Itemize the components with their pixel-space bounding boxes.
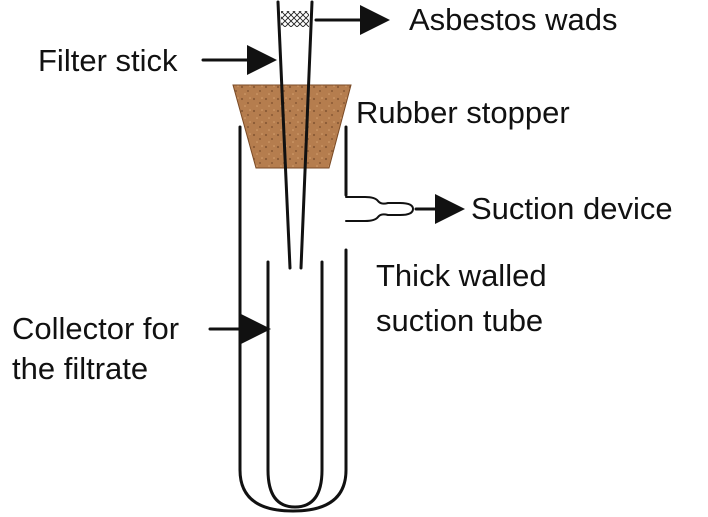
side-arm [345,196,414,222]
filter-stick-label: Filter stick [38,43,178,78]
collector-label-line2: the filtrate [12,351,148,386]
collector-tube [266,260,324,509]
thick-walled-label-line2: suction tube [376,303,543,338]
thick-walled-label-line1: Thick walled [376,258,547,293]
suction-tube [238,125,348,513]
asbestos-wads-plug [281,11,309,27]
rubber-stopper [232,84,352,169]
asbestos-wads-label: Asbestos wads [409,2,618,37]
suction-device-label: Suction device [471,191,673,226]
collector-label-line1: Collector for [12,311,179,346]
filter-stick [276,0,314,270]
rubber-stopper-label: Rubber stopper [356,95,570,130]
pointer-arrows [201,5,465,344]
